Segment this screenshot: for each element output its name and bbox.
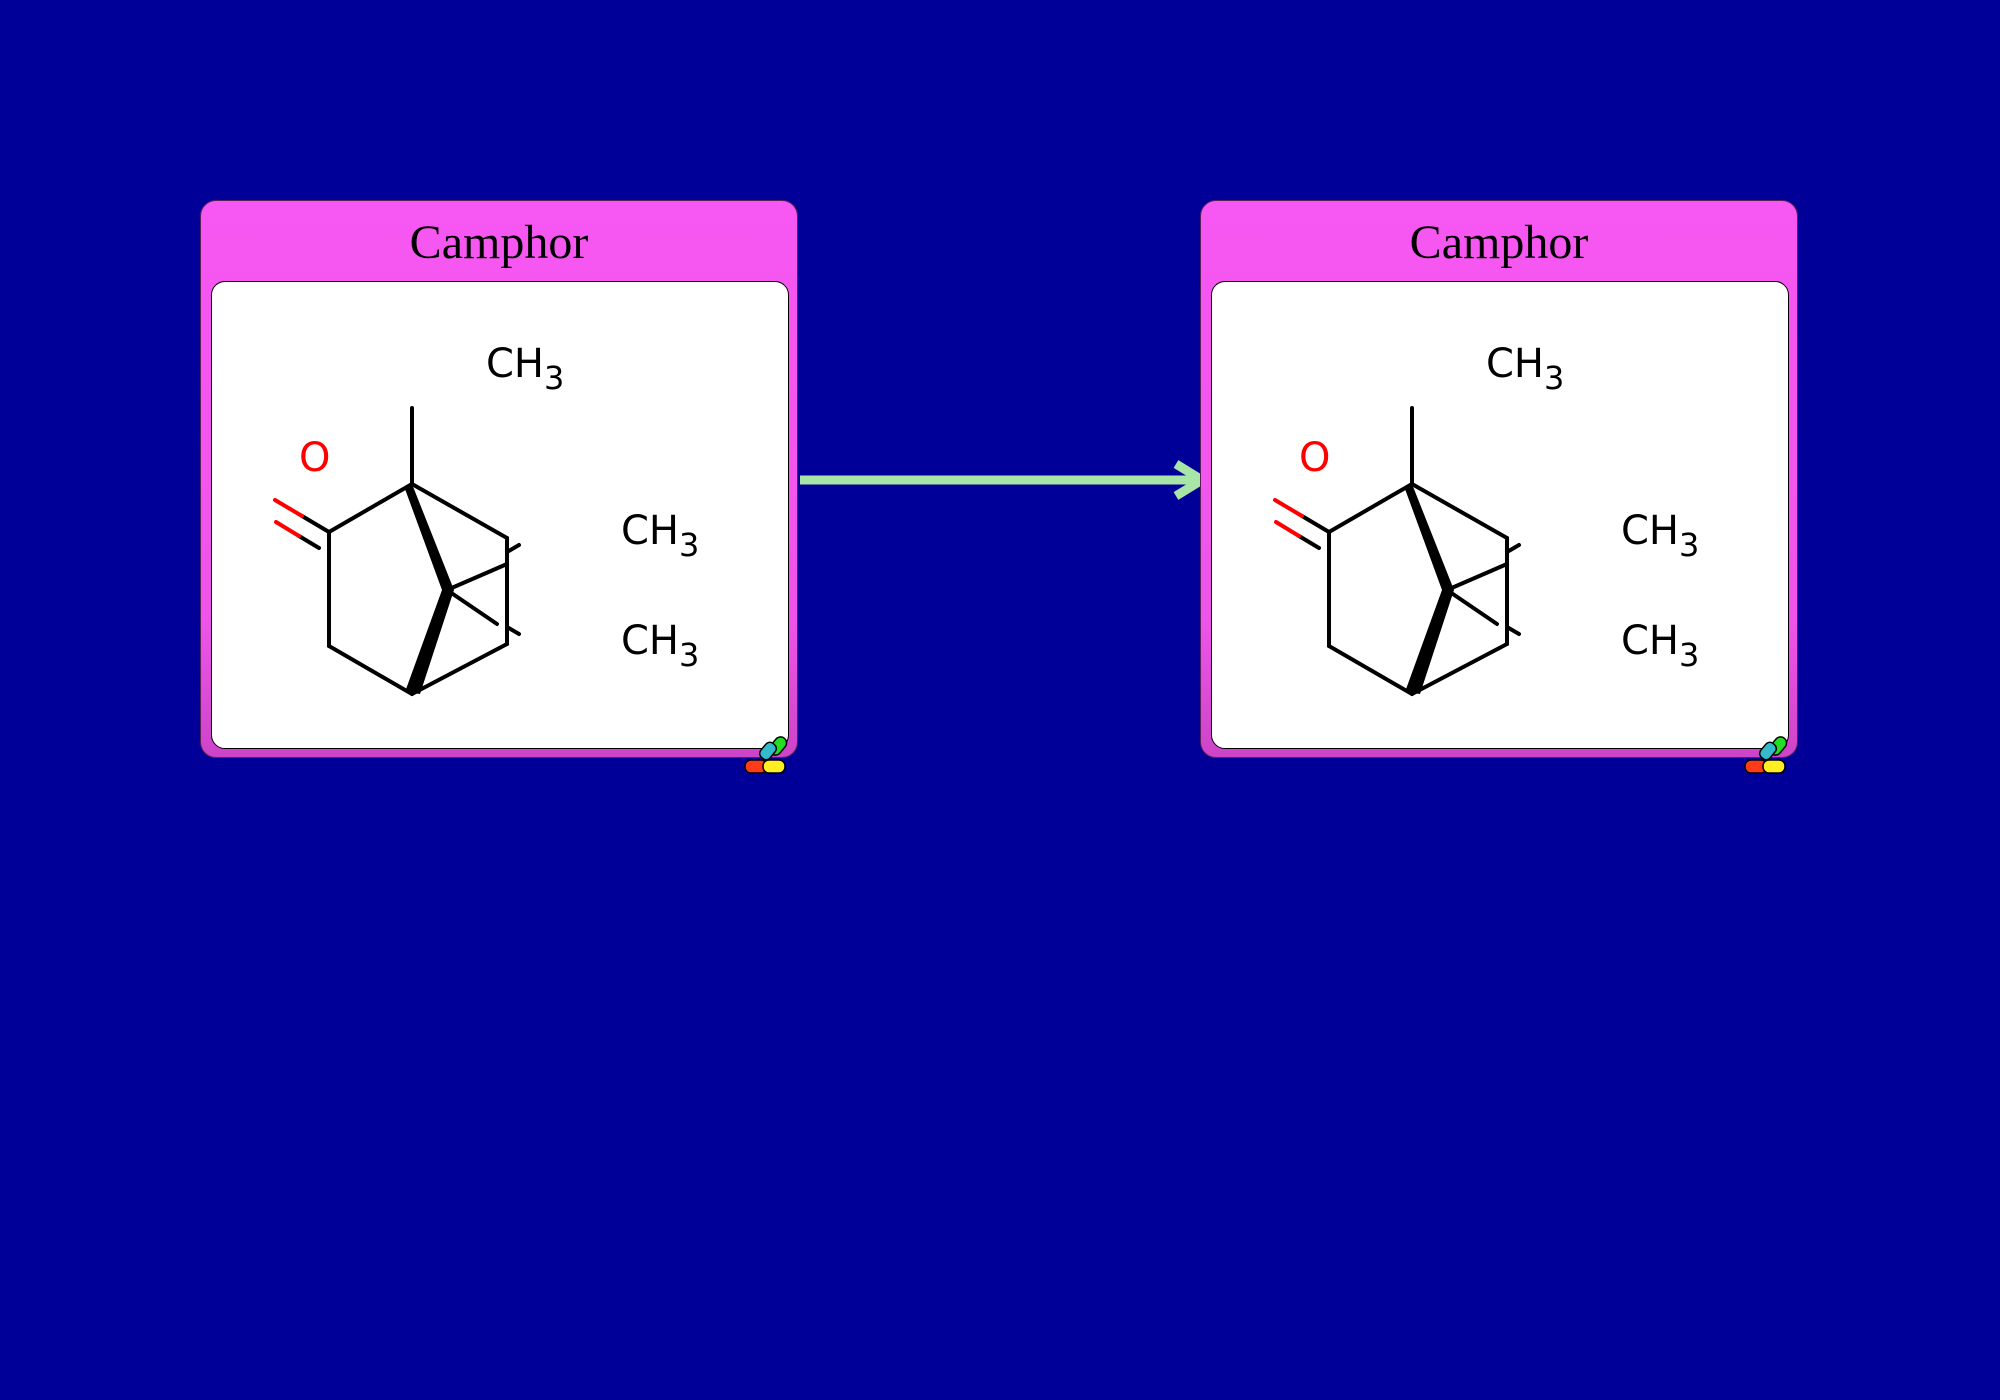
product-structure-panel: CH3 O CH3 CH3 xyxy=(1211,281,1789,749)
bond-c6-c1 xyxy=(410,482,509,540)
atom-label-methyl-upper-right: CH3 xyxy=(621,508,699,564)
atom-label-methyl-lower-right: CH3 xyxy=(621,618,699,674)
bond-carbonyl-black-b xyxy=(297,534,321,550)
bond-methyl-upper-right xyxy=(505,543,521,554)
wedge-bond-upper xyxy=(1405,484,1454,590)
wedge-bond-lower xyxy=(405,590,454,694)
bond-c1-c2 xyxy=(1327,482,1414,534)
product-card[interactable]: Camphor CH3 xyxy=(1200,200,1798,758)
bond-bridge-methyl-b xyxy=(1445,588,1499,626)
bond-c3-c4 xyxy=(327,644,414,696)
atom-label-methyl-top: CH3 xyxy=(1486,341,1564,397)
bond-carbonyl-red-b xyxy=(1274,520,1301,538)
atom-label-oxygen: O xyxy=(1299,435,1330,481)
bond-bridge-methyl-a xyxy=(1445,562,1509,592)
bond-methyl-lower-right xyxy=(1505,625,1521,636)
atom-label-methyl-top: CH3 xyxy=(486,341,564,397)
pill-capsule-icon[interactable] xyxy=(1742,732,1796,778)
product-bonds xyxy=(1273,406,1521,696)
bond-carbonyl-red-a xyxy=(1273,498,1304,518)
bond-bridge-methyl-a xyxy=(445,562,509,592)
atom-label-oxygen: O xyxy=(299,435,330,481)
bond-c1-c2 xyxy=(327,482,414,534)
reactant-structure-panel: CH3 O CH3 CH3 xyxy=(211,281,789,749)
wedge-bond-lower xyxy=(1405,590,1454,694)
bond-carbonyl-red-a xyxy=(273,498,304,518)
bond-methyl-lower-right xyxy=(505,625,521,636)
bond-c4-c5 xyxy=(1410,642,1509,696)
reactant-card[interactable]: Camphor CH3 xyxy=(200,200,798,758)
atom-label-methyl-upper-right: CH3 xyxy=(1621,508,1699,564)
bond-carbonyl-red-b xyxy=(274,520,301,538)
reactant-molecule-structure: CH3 O CH3 CH3 xyxy=(273,341,699,696)
bond-methyl-upper-right xyxy=(1505,543,1521,554)
bond-bridge-methyl-b xyxy=(445,588,499,626)
reactant-title: Camphor xyxy=(409,216,589,269)
bond-carbonyl-black-b xyxy=(1297,534,1321,550)
product-title: Camphor xyxy=(1409,216,1589,269)
reaction-arrow-icon xyxy=(800,460,1210,500)
bond-c4-c5 xyxy=(410,642,509,696)
product-molecule-structure: CH3 O CH3 CH3 xyxy=(1273,341,1699,696)
atom-label-methyl-lower-right: CH3 xyxy=(1621,618,1699,674)
bond-c3-c4 xyxy=(1327,644,1414,696)
bond-carbonyl-black-a xyxy=(300,514,331,534)
wedge-bond-upper xyxy=(405,484,454,590)
pill-capsule-icon[interactable] xyxy=(742,732,796,778)
bond-c6-c1 xyxy=(1410,482,1509,540)
reactant-bonds xyxy=(273,406,521,696)
bond-carbonyl-black-a xyxy=(1300,514,1331,534)
